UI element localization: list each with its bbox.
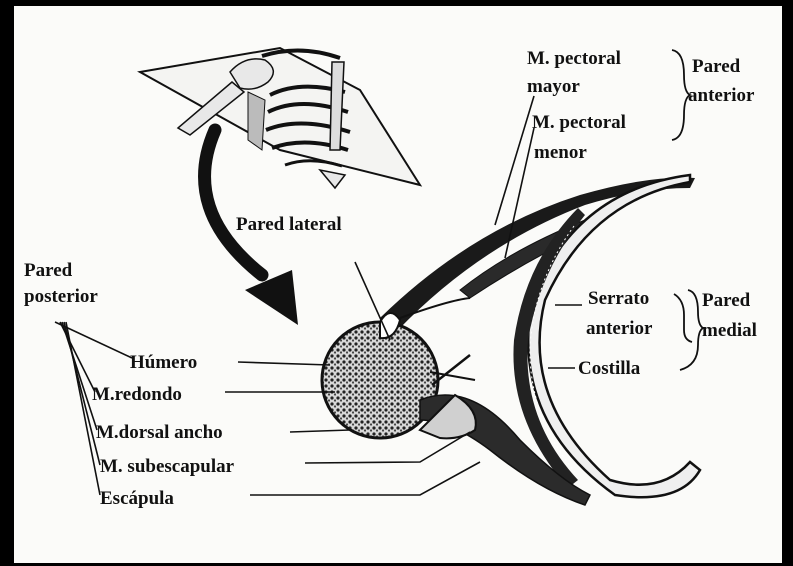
label-redondo: M.redondo — [92, 384, 182, 405]
label-escapula: Escápula — [100, 488, 174, 509]
label-pared-posterior-2: posterior — [24, 286, 98, 307]
axilla-cross-section — [322, 175, 700, 505]
label-subescapular: M. subescapular — [100, 456, 235, 477]
label-dorsal-ancho: M.dorsal ancho — [96, 422, 223, 443]
label-pared-lateral: Pared lateral — [236, 214, 342, 235]
label-humero: Húmero — [130, 352, 197, 373]
label-serrato-1: Serrato — [588, 288, 649, 309]
brace-medial-left — [674, 294, 692, 342]
label-pared-anterior-2: anterior — [688, 85, 755, 106]
label-pared-posterior-1: Pared — [24, 260, 73, 281]
label-pectoral-mayor-1: M. pectoral — [527, 48, 621, 69]
label-pared-anterior-1: Pared — [692, 56, 741, 77]
labels: Pared posterior Pared lateral Húmero M.r… — [24, 48, 757, 509]
label-pectoral-menor-1: M. pectoral — [532, 112, 626, 133]
label-pectoral-mayor-2: mayor — [527, 76, 580, 97]
label-serrato-2: anterior — [586, 318, 653, 339]
label-costilla: Costilla — [578, 358, 641, 379]
label-pared-medial-2: medial — [702, 320, 757, 341]
label-pectoral-menor-2: menor — [534, 142, 587, 163]
label-pared-medial-1: Pared — [702, 290, 751, 311]
thorax-inset-icon — [140, 48, 420, 188]
